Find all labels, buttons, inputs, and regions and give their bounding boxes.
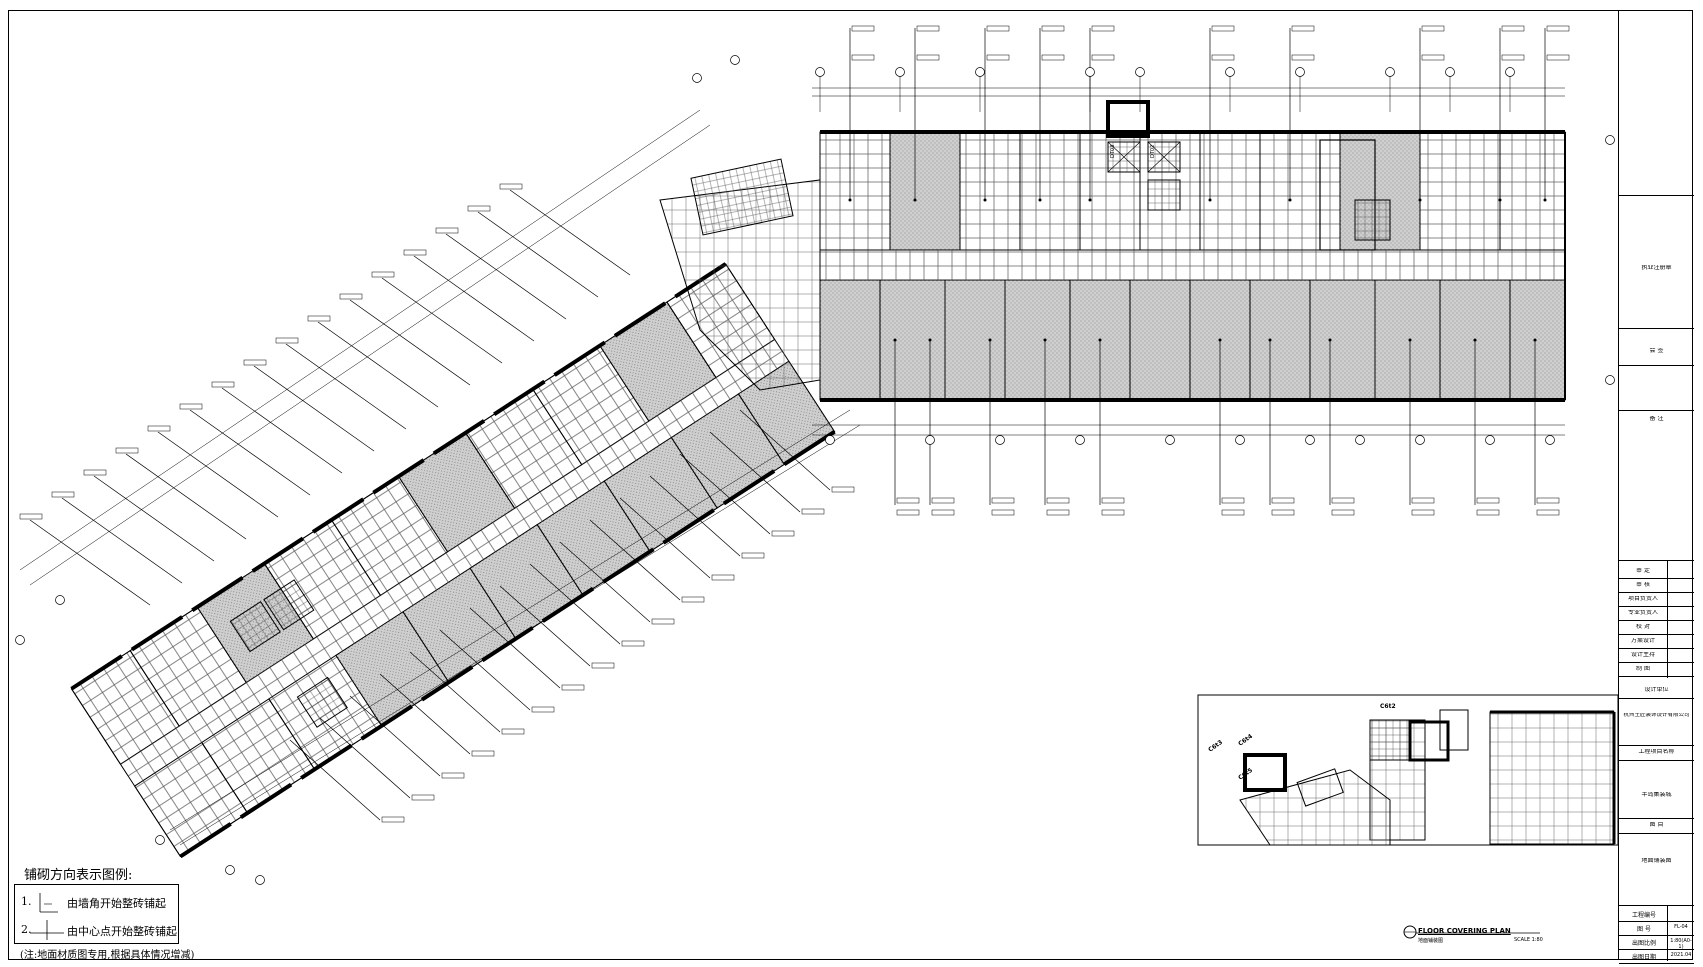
legend-title: 铺砌方向表示图例: — [24, 868, 133, 883]
role-label: 设计主持 — [1630, 652, 1655, 658]
design-unit-label: 设计单位 — [1644, 687, 1669, 693]
meta-label: 图 号 — [1637, 926, 1651, 933]
legend-box: 1. 由墙角开始整砖铺起 2. 由中心点开始整砖铺起 — [14, 884, 179, 944]
design-unit: 杭州土匠装饰设计有限公司 — [1623, 713, 1690, 718]
room — [1019, 131, 1081, 251]
inset-plan: C6t2 C6t3 C6t4 C6t5 — [1197, 694, 1619, 846]
lobby — [659, 158, 821, 391]
east-wing — [819, 100, 1566, 402]
plan-title: FLOOR COVERING PLAN — [1418, 927, 1511, 935]
role-label: 项目负责人 — [1627, 596, 1658, 602]
role-label: 方案设计 — [1630, 638, 1655, 644]
room — [819, 279, 881, 401]
elevator-tag-2: DT02 — [1150, 145, 1156, 158]
meta-value: 2021.04 — [1670, 952, 1692, 958]
legend-num-1: 1. — [21, 895, 32, 908]
meta-label: 出图比例 — [1631, 940, 1656, 947]
room — [819, 131, 891, 251]
remarks-label: 备 注 — [1649, 416, 1664, 422]
elevator-tag-1: DT03 — [1110, 145, 1116, 158]
room — [1249, 279, 1311, 401]
room — [1309, 279, 1376, 401]
meta-label: 工程编号 — [1631, 912, 1656, 919]
room — [1004, 279, 1071, 401]
inset-tag-1: C6t2 — [1380, 703, 1396, 710]
legend-text-2: 由中心点开始整砖铺起 — [67, 925, 177, 938]
drawing-name: 地面铺装图 — [1641, 858, 1672, 864]
stamp-label: 执业注册章 — [1641, 265, 1672, 271]
west-wing — [70, 262, 836, 859]
south-rooms — [819, 279, 1566, 401]
room — [959, 131, 1021, 251]
sheet-border — [8, 10, 1693, 960]
legend-symbol-corner — [39, 893, 58, 913]
grid-axis-bubbles — [15, 55, 1615, 885]
project-label: 工程项目名称 — [1638, 749, 1675, 755]
role-label: 专业负责人 — [1627, 610, 1658, 616]
room — [1499, 131, 1566, 251]
role-label: 制 图 — [1636, 666, 1650, 672]
title-block: 执业注册章 会 签 备 注 审 定审 核项目负责人专业负责人校 对方案设计设计主… — [1618, 10, 1694, 964]
legend-num-2: 2. — [21, 923, 32, 936]
role-label: 校 对 — [1636, 624, 1650, 630]
role-label: 审 定 — [1636, 568, 1650, 574]
annotation-leaders — [19, 25, 1570, 846]
sign-label: 会 签 — [1649, 348, 1664, 354]
meta-label: 出图日期 — [1631, 954, 1656, 961]
plan-scale: SCALE 1:80 — [1514, 937, 1543, 943]
plan-caption-symbol — [1403, 925, 1540, 939]
role-label: 审 核 — [1636, 582, 1650, 588]
meta-value: 1:80(A0-1) — [1670, 938, 1692, 950]
drawing-label: 图 目 — [1649, 822, 1664, 828]
meta-value: FL-04 — [1674, 924, 1688, 930]
legend-note: (注:地面材质图专用,根据具体情况增减) — [20, 950, 195, 961]
room — [1129, 279, 1191, 401]
legend-symbol-center — [30, 920, 64, 940]
plan-subtitle: 地面铺装图 — [1418, 938, 1444, 944]
legend-text-1: 由墙角开始整砖铺起 — [67, 897, 166, 910]
diag-south-rooms — [133, 360, 836, 858]
project-name: 半岛集装城 — [1641, 792, 1672, 798]
